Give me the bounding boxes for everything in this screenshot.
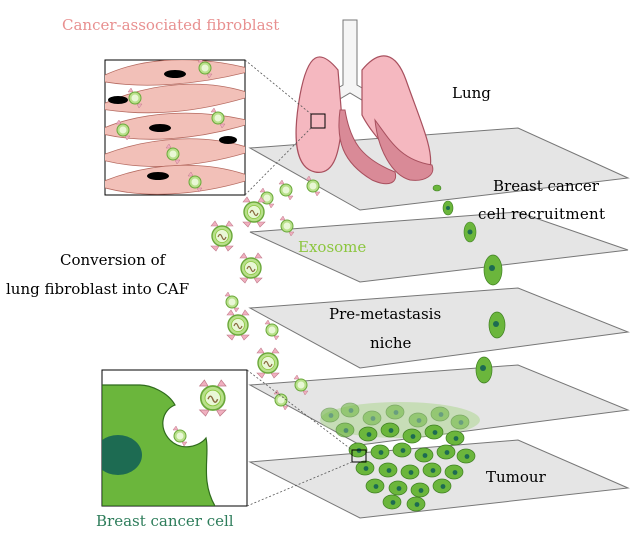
caf-label: Cancer-associated fibroblast: [62, 16, 280, 34]
tumour-zoom-box: [351, 449, 367, 463]
lung-illustration: [295, 19, 434, 185]
breast-cancer-cell-label: Breast cancer cell: [96, 512, 234, 530]
conversion-label-line1: Conversion of: [60, 251, 166, 269]
pre-metastasis-label-line1: Pre-metastasis: [329, 305, 442, 323]
tumour-mass: [320, 402, 480, 512]
caf-inset: [104, 59, 312, 196]
recruitment-label-line2: cell recruitment: [478, 205, 606, 223]
lung-label: Lung: [452, 84, 491, 102]
breast-cell-inset: [101, 369, 353, 507]
plane-recruitment: [249, 211, 629, 283]
recruitment-label-line1: Breast cancer: [493, 177, 599, 195]
plane-tumour: [248, 439, 630, 519]
conversion-label-line2: lung fibroblast into CAF: [6, 280, 190, 298]
migrating-cells: [432, 184, 506, 384]
plane-pre-metastasis: [248, 287, 630, 369]
exosome-label: Exosome: [298, 238, 367, 256]
lung-zoom-box: [310, 113, 326, 129]
tumour-label: Tumour: [486, 468, 546, 486]
pre-metastasis-label-line2: niche: [370, 334, 412, 352]
